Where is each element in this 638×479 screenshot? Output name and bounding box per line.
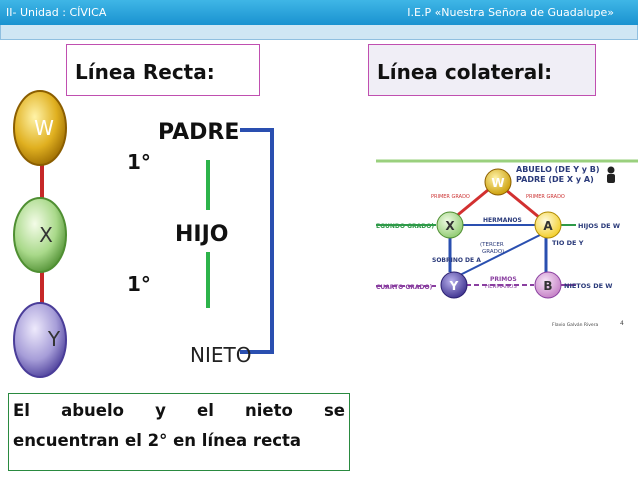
cnode-x <box>436 211 464 239</box>
school-label: I.E.P «Nuestra Señora de Guadalupe» <box>407 6 614 19</box>
grado-label: GRADO) <box>482 249 504 255</box>
cnode-y-letter: Y <box>449 279 459 293</box>
green-line-lower <box>206 252 210 308</box>
node-x-coin <box>13 197 67 273</box>
abuelo-label: ABUELO (DE Y y B) <box>516 165 600 174</box>
padre-label-collateral: PADRE (DE X y A) <box>516 175 594 184</box>
degree-2-label: 1° <box>127 272 151 296</box>
caption-word: se <box>323 401 345 420</box>
cnode-b <box>534 271 562 299</box>
hijos-label: HIJOS DE W <box>578 222 620 230</box>
cnode-w-letter: W <box>491 176 504 190</box>
header-subbar <box>0 25 638 40</box>
node-w-coin <box>13 90 67 166</box>
slide-page-number: 4 <box>620 320 624 327</box>
collateral-line-diagram: W X A Y B ABUELO (DE Y y B) PADRE (DE X … <box>376 158 638 334</box>
author-label: Flavio Galván Rivera <box>552 321 599 328</box>
node-y-letter: Y <box>47 327 61 351</box>
caption-word: el <box>197 401 214 420</box>
node-y-coin <box>13 302 67 378</box>
cnode-y <box>440 271 468 299</box>
straight-line-title-box: Línea Recta: <box>66 44 260 96</box>
primos-label: PRIMOS <box>490 276 517 283</box>
node-w-letter: W <box>34 116 54 140</box>
cnode-b-letter: B <box>543 279 552 293</box>
header-bar: II- Unidad : CÍVICA I.E.P «Nuestra Señor… <box>0 0 638 25</box>
straight-line-title: Línea Recta: <box>75 60 215 84</box>
hijo-label: HIJO <box>175 222 229 247</box>
tio-label: TIO DE Y <box>552 239 584 247</box>
person-icon <box>607 166 615 183</box>
cnode-a <box>534 211 562 239</box>
cuarto-grado-label: CUARTO GRADO) <box>376 284 433 291</box>
primer-grado-right: PRIMER GRADO <box>526 194 565 200</box>
collateral-line-title: Línea colateral: <box>377 60 553 84</box>
hermanos-label: HERMANOS <box>483 217 522 224</box>
link-w-x <box>453 188 489 220</box>
hermanos2-label: HERMANOS <box>485 284 517 290</box>
link-w-a <box>505 188 541 220</box>
generation-bracket <box>240 128 274 354</box>
link-y-a <box>459 234 541 276</box>
node-x-letter: X <box>39 223 53 247</box>
sobrino-label: SOBRINO DE A <box>432 257 481 264</box>
caption-word: abuelo <box>61 401 124 420</box>
nieto-label: NIETO <box>190 343 252 367</box>
caption-word: nieto <box>245 401 293 420</box>
nietos-label: NIETOS DE W <box>564 282 612 290</box>
caption-word: y <box>155 401 166 420</box>
caption-line-2: encuentran el 2° en línea recta <box>13 431 302 450</box>
collateral-line-title-box: Línea colateral: <box>368 44 596 96</box>
unit-label: II- Unidad : CÍVICA <box>6 6 107 19</box>
caption-word: El <box>13 401 30 420</box>
degree-1-label: 1° <box>127 150 151 174</box>
green-line-upper <box>206 160 210 210</box>
primer-grado-left: PRIMER GRADO <box>431 194 470 200</box>
cnode-x-letter: X <box>445 219 455 233</box>
cnode-a-letter: A <box>543 219 553 233</box>
tercer-label: (TERCER <box>480 242 504 248</box>
caption-box: El abuelo y el nieto se encuentran el 2°… <box>8 393 350 471</box>
straight-line-diagram: W X Y <box>13 90 274 378</box>
padre-label: PADRE <box>158 120 240 145</box>
caption-line-1: El abuelo y el nieto se <box>13 396 345 426</box>
cnode-w <box>484 168 512 196</box>
segundo-grado-label: EGUNDO GRADO) <box>376 223 434 230</box>
